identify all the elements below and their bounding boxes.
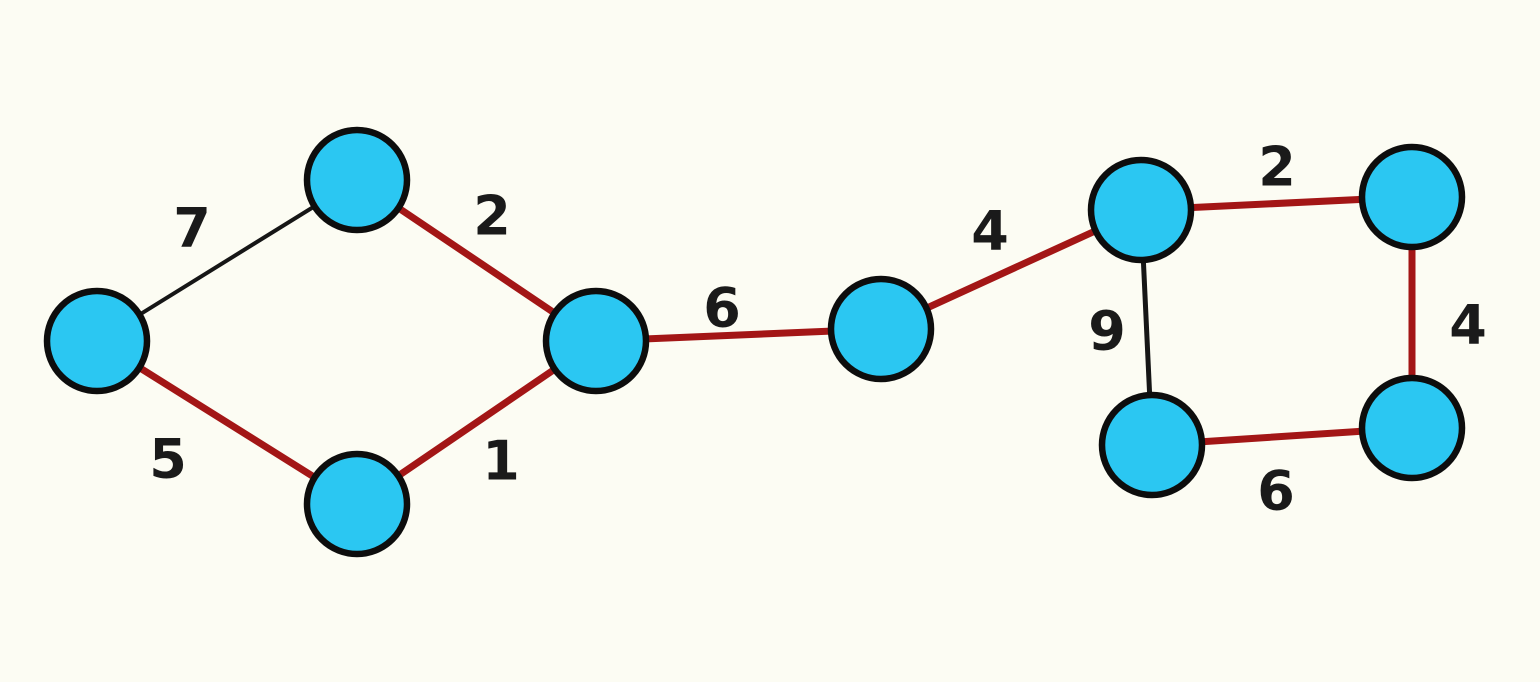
edge-weight-label-F-G: 2 <box>1258 136 1296 199</box>
graph-node-C <box>303 450 411 558</box>
edge-weight-label-B-A: 7 <box>173 197 211 260</box>
edge-weight-label-E-F: 4 <box>971 200 1009 263</box>
graph-node-A <box>303 126 411 234</box>
edge-weight-label-B-C: 5 <box>149 428 187 491</box>
graph-node-B <box>43 287 151 395</box>
graph-node-I <box>1358 374 1466 482</box>
edge-weight-label-G-I: 4 <box>1449 294 1487 357</box>
graph-node-G <box>1358 143 1466 251</box>
edge-weight-label-H-I: 6 <box>1257 460 1295 523</box>
graph-node-H <box>1098 391 1206 499</box>
graph-node-E <box>827 275 935 383</box>
edge-weight-label-A-D: 2 <box>473 185 511 248</box>
edge-weight-label-F-H: 9 <box>1088 300 1126 363</box>
edge-weight-label-D-E: 6 <box>703 277 741 340</box>
graph-node-D <box>542 287 650 395</box>
graph-node-F <box>1087 156 1195 264</box>
edge-weight-label-C-D: 1 <box>482 430 520 493</box>
